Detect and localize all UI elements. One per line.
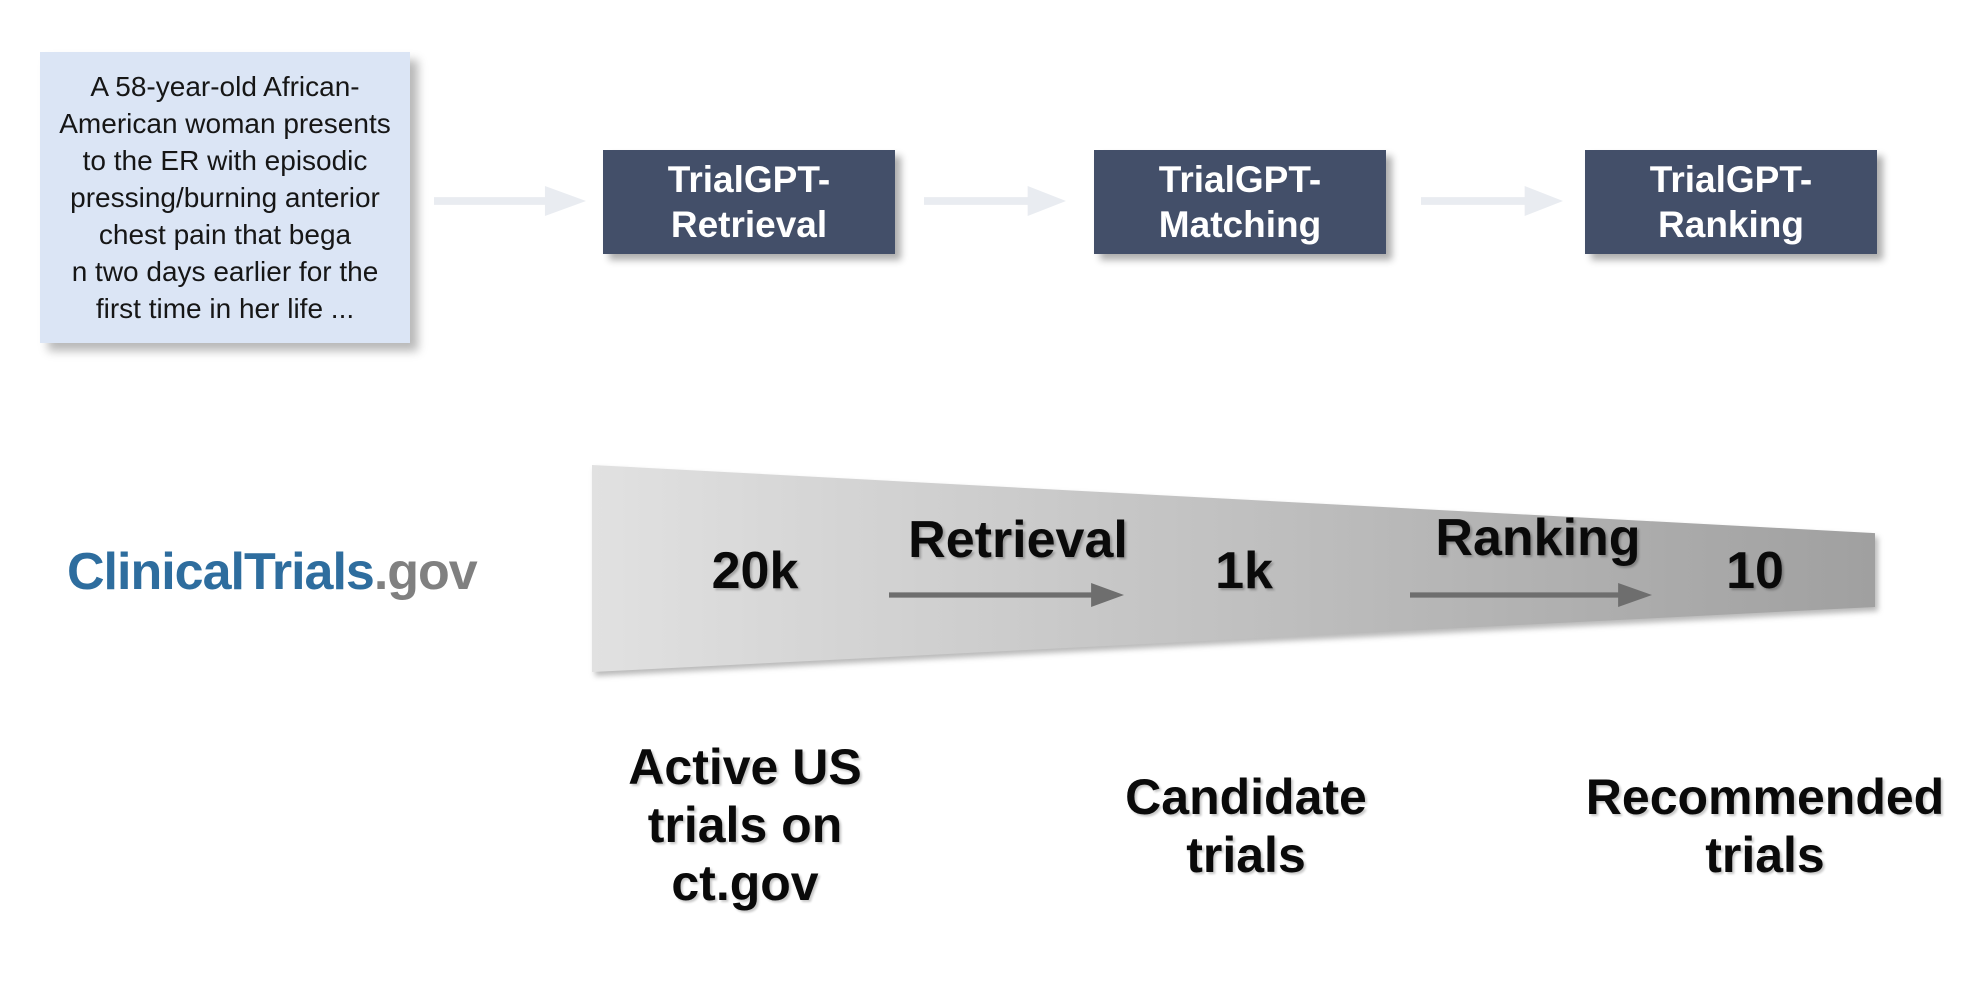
- patient-note-box: A 58-year-old African- American woman pr…: [40, 52, 410, 343]
- stage-box-trialgpt-retrieval: TrialGPT- Retrieval: [603, 150, 895, 254]
- caption-line: trials: [1186, 827, 1306, 883]
- caption-line: Active US: [628, 739, 862, 795]
- patient-note-line: to the ER with episodic: [82, 145, 368, 176]
- caption-line: Recommended: [1585, 769, 1945, 825]
- caption-line: Candidate: [1125, 769, 1367, 825]
- caption-line: trials: [1705, 827, 1825, 883]
- patient-note-line: chest pain that bega: [98, 219, 352, 250]
- patient-note-line: first time in her life ...: [95, 293, 355, 324]
- funnel-count-end: 10: [1726, 542, 1784, 600]
- caption-candidate-trials: Candidate trials: [1125, 768, 1367, 884]
- patient-note-line: American woman presents: [59, 108, 391, 139]
- funnel-count-middle: 1k: [1215, 542, 1273, 600]
- stage-box-label-line: Retrieval: [670, 204, 828, 245]
- caption-line: ct.gov: [671, 855, 819, 911]
- stage-box-label-line: Matching: [1158, 204, 1322, 245]
- caption-recommended-trials: Recommended trials: [1586, 768, 1944, 884]
- patient-note-line: n two days earlier for the: [71, 256, 379, 287]
- stage-box-trialgpt-ranking: TrialGPT- Ranking: [1585, 150, 1877, 254]
- stage-box-trialgpt-matching: TrialGPT- Matching: [1094, 150, 1386, 254]
- arrow-right-icon: [924, 186, 1066, 216]
- stage-box-label-line: TrialGPT-: [1158, 159, 1322, 200]
- caption-active-us-trials: Active US trials on ct.gov: [628, 738, 861, 912]
- clinicaltrials-logo-tld: .gov: [373, 543, 478, 601]
- stage-box-label-line: TrialGPT-: [1649, 159, 1813, 200]
- clinicaltrials-logo: ClinicalTrials.gov: [67, 542, 478, 602]
- trial-funnel: [592, 465, 1875, 672]
- funnel-step-label-retrieval: Retrieval: [908, 511, 1128, 569]
- stage-box-label-line: TrialGPT-: [667, 159, 831, 200]
- caption-line: trials on: [647, 797, 843, 853]
- stage-box-label-line: Ranking: [1658, 204, 1804, 245]
- funnel-count-start: 20k: [711, 542, 799, 600]
- arrow-right-icon: [434, 186, 586, 216]
- arrow-right-icon: [1421, 186, 1563, 216]
- patient-note-line: pressing/burning anterior: [70, 182, 380, 213]
- clinicaltrials-logo-name: ClinicalTrials: [67, 543, 375, 601]
- patient-note-line: A 58-year-old African-: [90, 71, 360, 102]
- funnel-step-label-ranking: Ranking: [1435, 509, 1641, 567]
